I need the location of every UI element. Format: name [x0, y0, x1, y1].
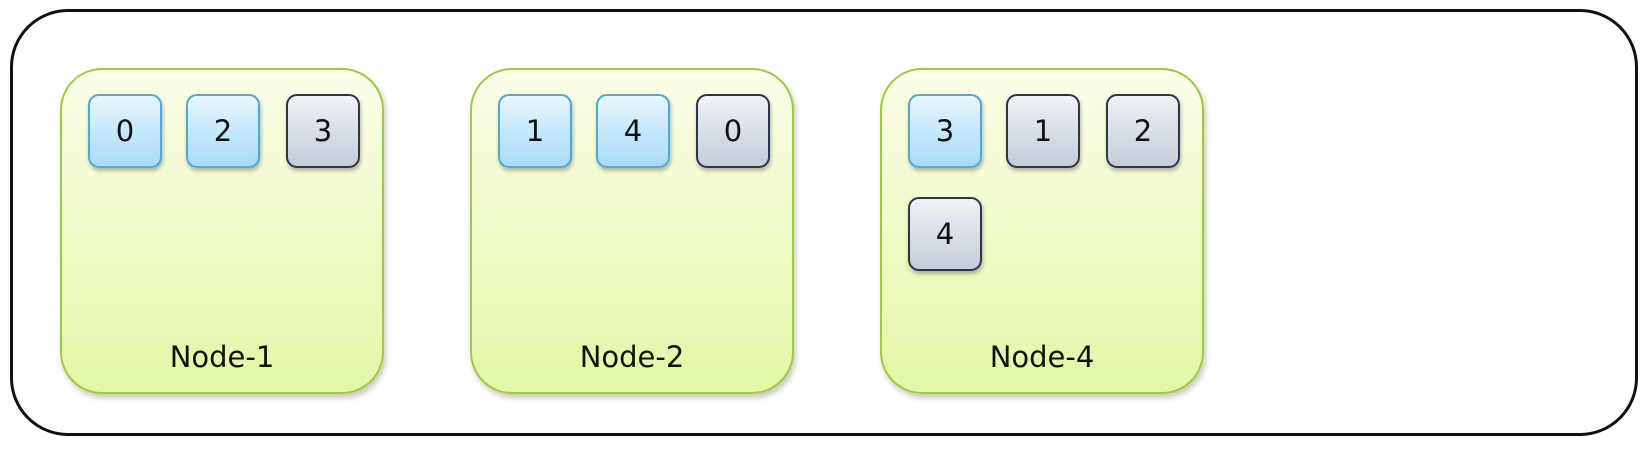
replica-shard: 0 — [696, 94, 770, 168]
node-label: Node-4 — [989, 340, 1095, 374]
primary-shard: 1 — [498, 94, 572, 168]
cluster-container: 0 2 3 Node-1 1 4 0 Node-2 3 1 2 4 Node-4 — [10, 9, 1638, 436]
primary-shard: 4 — [596, 94, 670, 168]
replica-shard: 1 — [1006, 94, 1080, 168]
node-1-box: 0 2 3 Node-1 — [60, 68, 384, 394]
replica-shard: 3 — [286, 94, 360, 168]
replica-shard: 4 — [908, 197, 982, 271]
primary-shard: 0 — [88, 94, 162, 168]
primary-shard: 2 — [186, 94, 260, 168]
node-4-box: 3 1 2 4 Node-4 — [880, 68, 1204, 394]
node-2-box: 1 4 0 Node-2 — [470, 68, 794, 394]
node-label: Node-1 — [169, 340, 275, 374]
node-label: Node-2 — [579, 340, 685, 374]
primary-shard: 3 — [908, 94, 982, 168]
replica-shard: 2 — [1106, 94, 1180, 168]
